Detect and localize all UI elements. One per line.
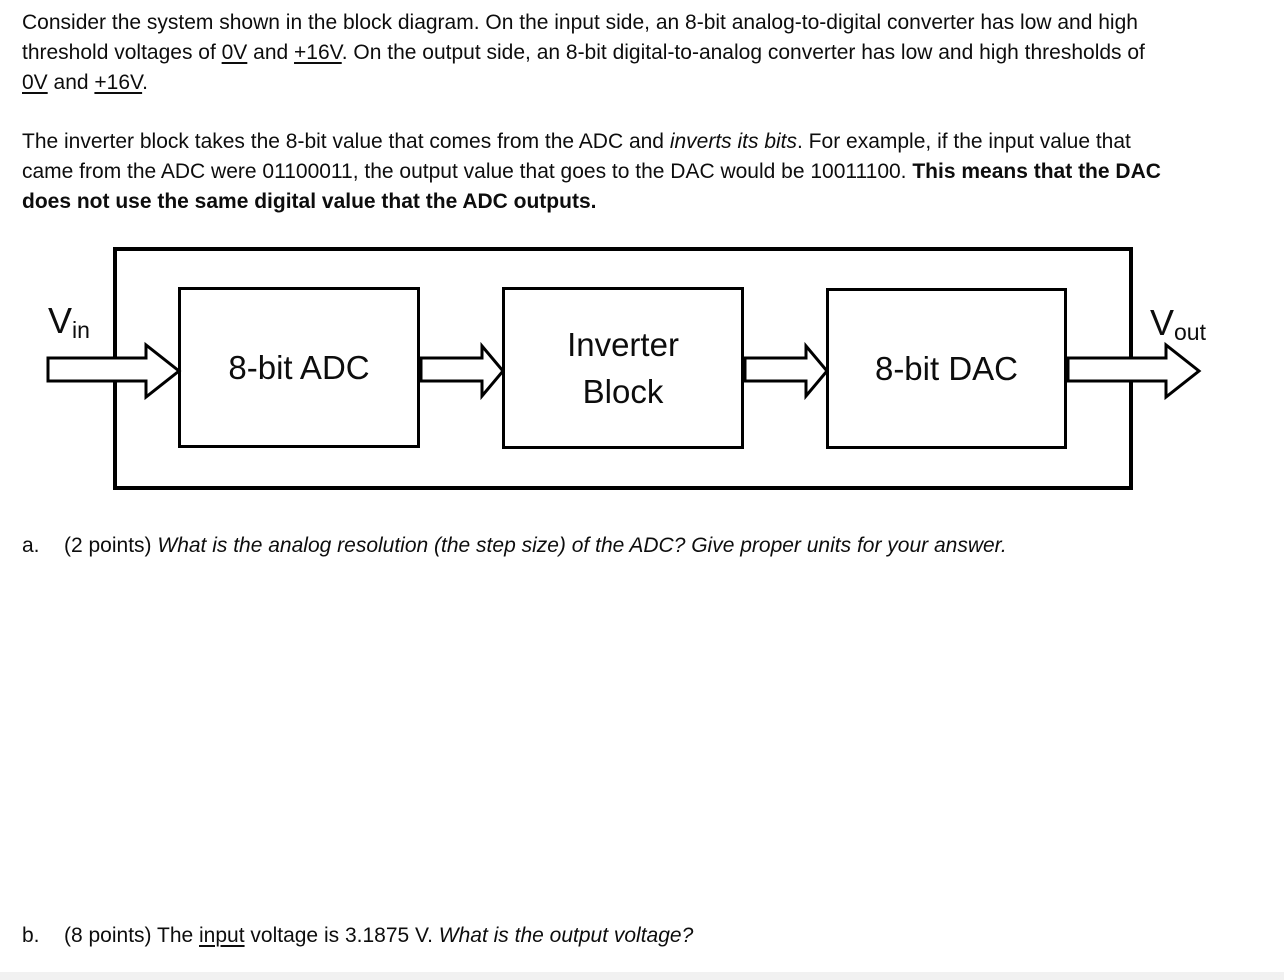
underlined-threshold-low: 0V bbox=[221, 41, 248, 64]
question-b-points: (8 points) The bbox=[64, 924, 200, 947]
question-b: b. (8 points) The input voltage is 3.1875… bbox=[22, 921, 693, 951]
underlined-threshold-high: +16V bbox=[294, 41, 342, 64]
paragraph-line: threshold voltages of 0V and +16V. On th… bbox=[22, 38, 1145, 68]
text-segment: threshold voltages of bbox=[22, 41, 222, 64]
text-segment: and bbox=[247, 41, 295, 64]
paragraph-line: The inverter block takes the 8-bit value… bbox=[22, 127, 1161, 157]
paragraph-line: came from the ADC were 01100011, the out… bbox=[22, 157, 1161, 187]
bold-statement: does not use the same digital value that… bbox=[22, 190, 597, 213]
question-a-text: What is the analog resolution (the step … bbox=[157, 534, 1007, 557]
intro-paragraph-2: The inverter block takes the 8-bit value… bbox=[22, 127, 1161, 217]
dac-block-label: 8-bit DAC bbox=[874, 350, 1019, 387]
vin-symbol: V bbox=[48, 300, 73, 341]
page-edge-strip bbox=[0, 972, 1284, 980]
underlined-threshold-high: +16V bbox=[94, 71, 143, 94]
dac-block: 8-bit DAC bbox=[826, 288, 1067, 449]
inverter-block: Inverter Block bbox=[502, 287, 744, 449]
text-segment: and bbox=[47, 71, 95, 94]
vout-symbol: V bbox=[1150, 302, 1175, 343]
text-segment: Consider the system shown in the block d… bbox=[22, 11, 1138, 34]
inverter-block-label-line2: Block bbox=[582, 373, 664, 410]
question-a-points: (2 points) bbox=[64, 534, 158, 557]
text-segment: The inverter block takes the 8-bit value… bbox=[22, 130, 670, 153]
italic-phrase: inverts its bits bbox=[669, 130, 798, 153]
question-b-marker: b. bbox=[22, 924, 40, 947]
underlined-threshold-low: 0V bbox=[22, 71, 48, 94]
question-b-middle: voltage is 3.1875 V. bbox=[244, 924, 439, 947]
vin-label: Vin bbox=[48, 303, 90, 348]
bold-statement: This means that the DAC bbox=[912, 160, 1161, 183]
intro-paragraph-1: Consider the system shown in the block d… bbox=[22, 8, 1145, 98]
vin-subscript: in bbox=[72, 317, 90, 343]
text-segment: . On the output side, an 8-bit digital-t… bbox=[341, 41, 1145, 64]
vout-subscript: out bbox=[1174, 319, 1206, 345]
inverter-block-label-line1: Inverter bbox=[567, 326, 679, 363]
vout-label: Vout bbox=[1150, 305, 1206, 350]
adc-block-label: 8-bit ADC bbox=[228, 349, 370, 386]
paragraph-line: Consider the system shown in the block d… bbox=[22, 8, 1145, 38]
question-a: a. (2 points) What is the analog resoluti… bbox=[22, 531, 1007, 561]
paragraph-line: does not use the same digital value that… bbox=[22, 187, 1161, 217]
question-b-underlined-input: input bbox=[199, 924, 245, 947]
text-segment: . For example, if the input value that bbox=[797, 130, 1131, 153]
question-a-marker: a. bbox=[22, 534, 40, 557]
adc-block: 8-bit ADC bbox=[178, 287, 420, 448]
question-b-text: What is the output voltage? bbox=[438, 924, 694, 947]
text-segment: . bbox=[142, 71, 148, 94]
text-segment: came from the ADC were 01100011, the out… bbox=[22, 160, 913, 183]
paragraph-line: 0V and +16V. bbox=[22, 68, 1145, 98]
